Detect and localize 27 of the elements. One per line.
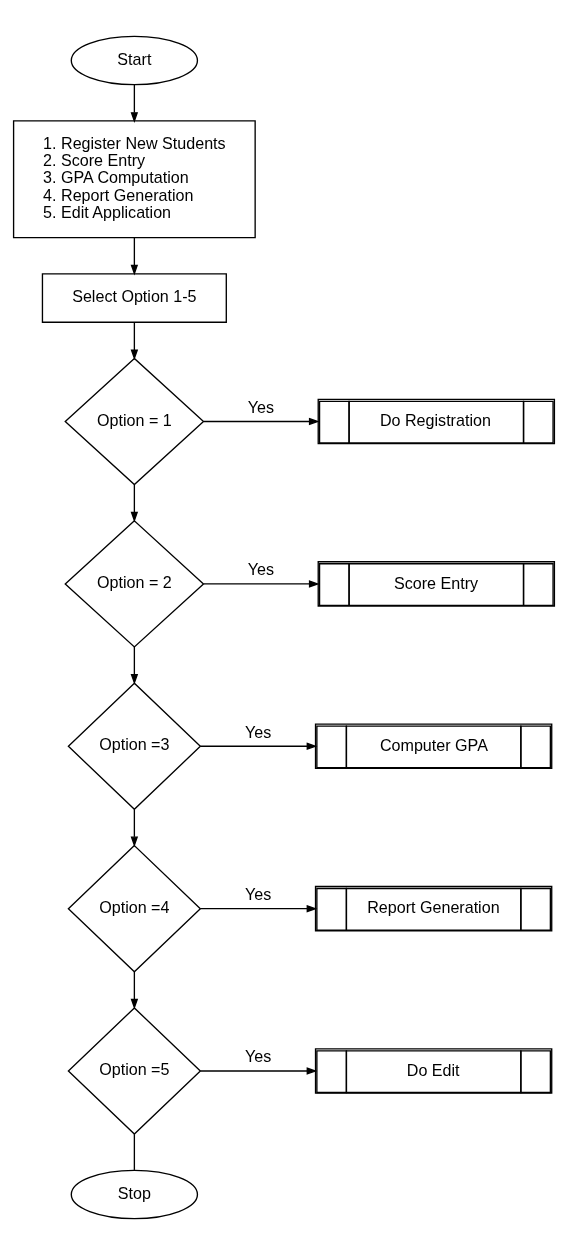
- arrow: [199, 1067, 318, 1075]
- node-diamond: Option = 2: [64, 519, 205, 648]
- node-diamond: Option = 1: [64, 357, 205, 486]
- node-ellipse: Stop: [70, 1169, 199, 1220]
- node-diamond: Option =5: [67, 1007, 202, 1135]
- arrow: [130, 322, 139, 361]
- edge-label: Yes: [247, 397, 274, 416]
- arrow: [199, 742, 318, 751]
- edge-label: Yes: [244, 1047, 272, 1066]
- edge-label: Yes: [244, 722, 272, 741]
- arrow: [130, 808, 139, 848]
- arrow: [202, 417, 320, 426]
- node-box: 1. Register New Students 2. Score Entry 3. GPA Computation 4. Report Generation 5. Edit Application: [12, 120, 256, 239]
- edge-label: Yes: [244, 885, 272, 904]
- arrow: [130, 237, 139, 276]
- arrow: [130, 483, 139, 523]
- edge-label: Yes: [247, 560, 274, 579]
- arrow: [202, 580, 320, 588]
- node-ellipse: Start: [70, 35, 199, 86]
- arrow: [199, 904, 318, 913]
- node-diamond: Option =4: [67, 844, 202, 973]
- arrow: [130, 646, 139, 685]
- arrow: [130, 971, 139, 1010]
- connector: [133, 1133, 136, 1171]
- node-diamond: Option =3: [67, 682, 202, 811]
- node-box: Select Option 1-5: [41, 273, 227, 323]
- arrow: [130, 84, 139, 123]
